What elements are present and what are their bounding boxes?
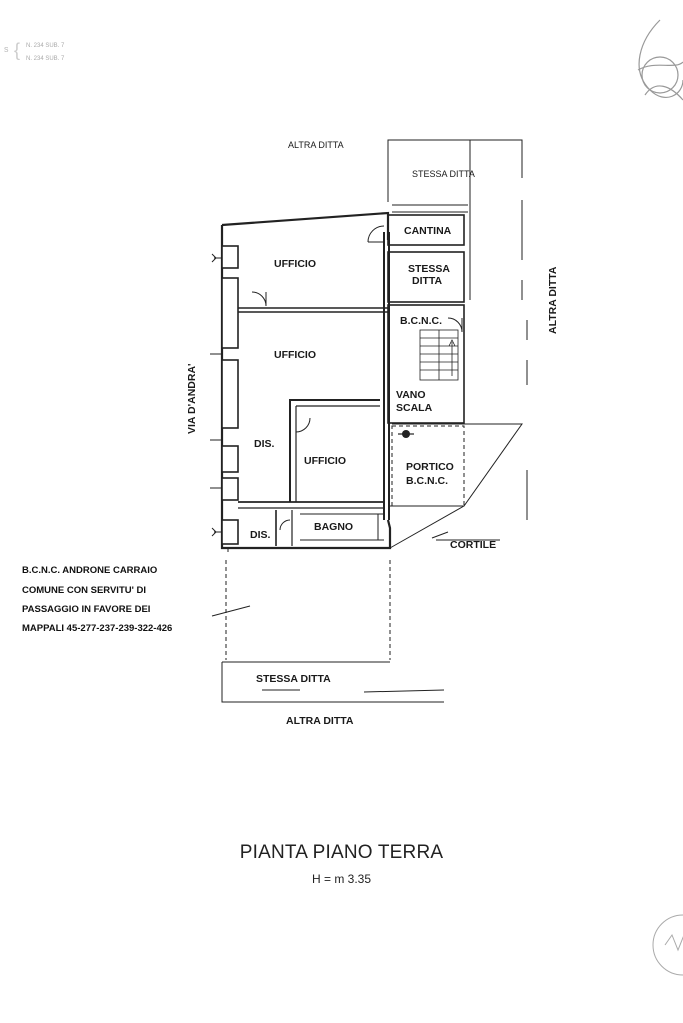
label-ufficio-1: UFFICIO (274, 258, 316, 270)
androne-note: B.C.N.C. ANDRONE CARRAIO COMUNE CON SERV… (22, 565, 172, 634)
label-ufficio-2: UFFICIO (274, 349, 316, 361)
header-note-line-2: N. 234 SUB. 7 (26, 56, 65, 62)
plan-title: PIANTA PIANO TERRA (239, 842, 444, 863)
androne-note-line-1: B.C.N.C. ANDRONE CARRAIO (22, 565, 157, 576)
signature-mark (637, 19, 683, 101)
androne-note-line-3: PASSAGGIO IN FAVORE DEI (22, 604, 150, 615)
label-portico-2: B.C.N.C. (406, 475, 448, 487)
label-cortile: CORTILE (450, 539, 496, 551)
stamp-mark (652, 914, 683, 976)
label-stessa-ditta-mid-2: DITTA (412, 275, 443, 287)
label-bagno: BAGNO (314, 521, 353, 533)
label-vano-2: SCALA (396, 402, 433, 414)
label-via: VIA D'ANDRA' (186, 363, 198, 434)
androne-note-line-4: MAPPALI 45-277-237-239-322-426 (22, 623, 172, 634)
svg-text:s: s (4, 44, 9, 54)
label-portico-1: PORTICO (406, 461, 454, 473)
annex-block (387, 139, 528, 520)
portico-cortile (389, 423, 523, 549)
label-altra-ditta-bottom: ALTRA DITTA (286, 715, 354, 727)
label-vano-1: VANO (396, 389, 426, 401)
label-stessa-ditta-bottom: STESSA DITTA (256, 673, 331, 685)
stair-symbol (419, 329, 459, 381)
androne-carraio (211, 548, 391, 660)
label-dis-2: DIS. (250, 529, 271, 541)
svg-text:{: { (14, 40, 20, 60)
label-altra-ditta-top: ALTRA DITTA (288, 140, 344, 150)
label-dis-1: DIS. (254, 438, 275, 450)
label-bcnc: B.C.N.C. (400, 315, 442, 327)
plan-height: H = m 3.35 (311, 872, 372, 886)
entrance-arrow-icons (210, 253, 222, 537)
androne-note-line-2: COMUNE CON SERVITU' DI (22, 585, 146, 596)
label-stessa-ditta-top: STESSA DITTA (412, 169, 475, 179)
label-altra-ditta-right: ALTRA DITTA (547, 266, 559, 334)
label-ufficio-3: UFFICIO (304, 455, 346, 467)
stessa-ditta-bottom-block (221, 661, 445, 703)
label-cantina: CANTINA (404, 225, 452, 237)
header-note-line-1: N. 234 SUB. 7 (26, 43, 65, 49)
header-note: s { N. 234 SUB. 7 N. 234 SUB. 7 (4, 40, 65, 62)
label-stessa-ditta-mid-1: STESSA (408, 263, 450, 275)
